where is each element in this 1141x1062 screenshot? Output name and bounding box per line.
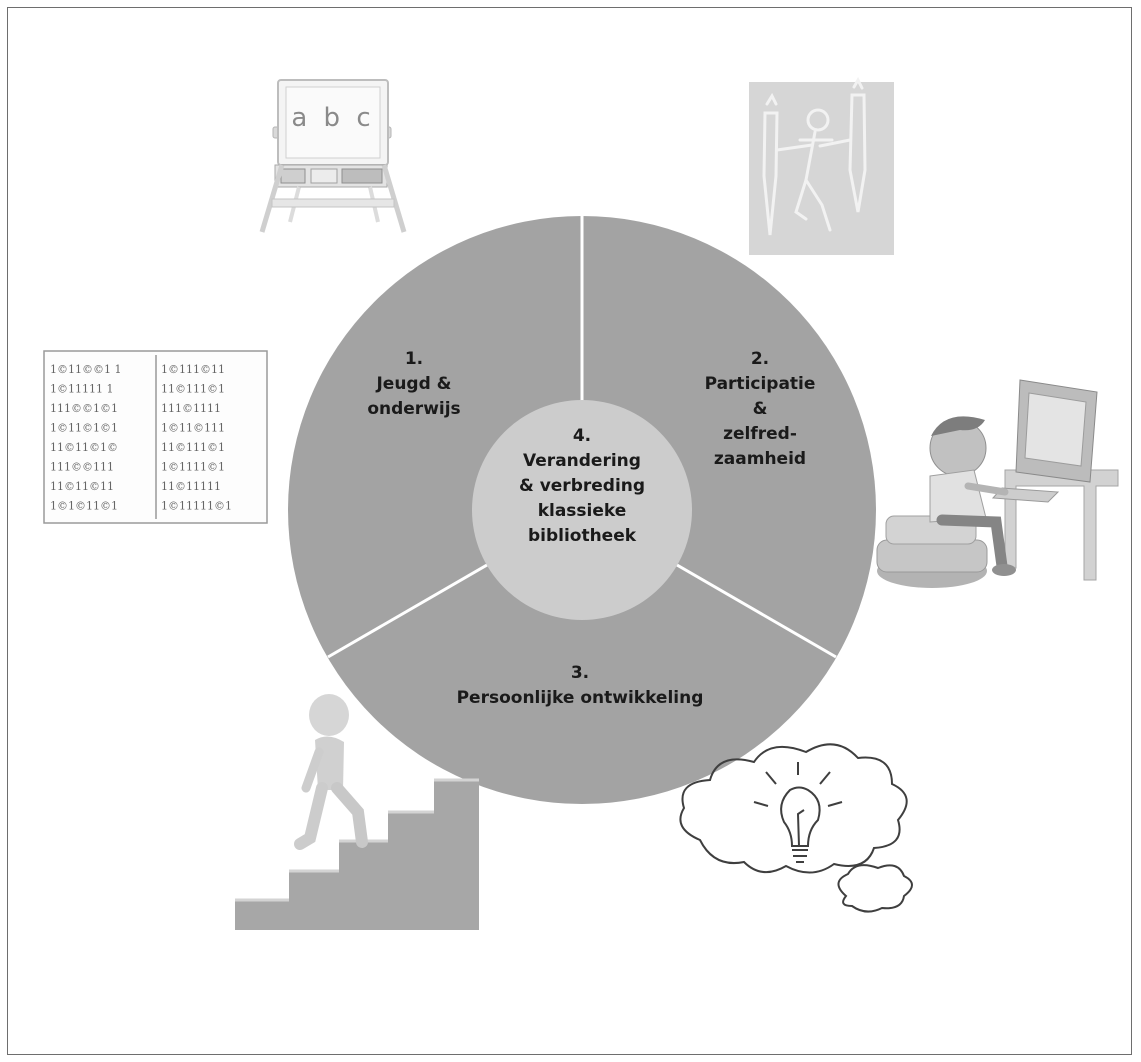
binary-line: 1©111©11 [161,363,225,376]
idea-cloud-illustration [679,743,913,913]
segment-2-line-1: Participatie [704,374,816,394]
segment-1-line-2: onderwijs [367,399,461,419]
binary-line: 1©1111©1 [161,461,225,474]
segment-3-label: 3. Persoonlijke ontwikkeling [430,661,730,711]
binary-line: 11©11©1© [50,441,118,454]
computer-boy-illustration [876,379,1119,588]
segment-3-line-1: Persoonlijke ontwikkeling [456,688,704,708]
segment-2-line-2: & [752,399,768,419]
binary-line: 1©11111©1 [161,500,232,513]
binary-line: 1©1©11©1 [50,500,118,513]
binary-line: 11©11111 [161,480,221,493]
segment-1-label: 1. Jeugd & onderwijs [334,347,494,422]
segment-2-number: 2. [750,349,770,369]
binary-line: 111©1111 [161,402,221,415]
wheel-hub [472,400,692,620]
wheel [288,216,876,804]
segment-1-line-1: Jeugd & [376,374,452,394]
binary-line: 1©11©©1 1 [50,363,122,376]
binary-document-illustration: 1©11©©1 1 1©11111 1 111©©1©1 1©11©1©1 11©11©… [43,350,268,524]
pens-figure-illustration [749,76,894,255]
segment-2-line-3: zelfred- [723,424,797,444]
easel-letters: a b c [291,103,374,133]
binary-line: 111©©1©1 [50,402,118,415]
center-label: 4. Verandering & verbreding klassieke bi… [482,424,682,549]
center-number: 4. [572,426,592,446]
binary-line: 1©11111 1 [50,383,114,396]
binary-line: 111©©111 [50,461,114,474]
binary-line: 1©11©1©1 [50,422,118,435]
segment-3-number: 3. [570,663,590,683]
binary-line: 11©11©11 [50,480,114,493]
center-line-3: klassieke [537,501,627,521]
binary-line: 11©111©1 [161,441,225,454]
binary-line: 1©11©111 [161,422,225,435]
segment-2-line-4: zaamheid [713,449,807,469]
binary-line: 11©111©1 [161,383,225,396]
center-line-1: Verandering [523,451,641,471]
segment-1-number: 1. [404,349,424,369]
segment-2-label: 2. Participatie & zelfred- zaamheid [680,347,840,472]
easel-illustration: a b c [259,79,407,233]
center-line-4: bibliotheek [527,526,637,546]
center-line-2: & verbreding [518,476,646,496]
stairs-illustration [235,694,479,930]
